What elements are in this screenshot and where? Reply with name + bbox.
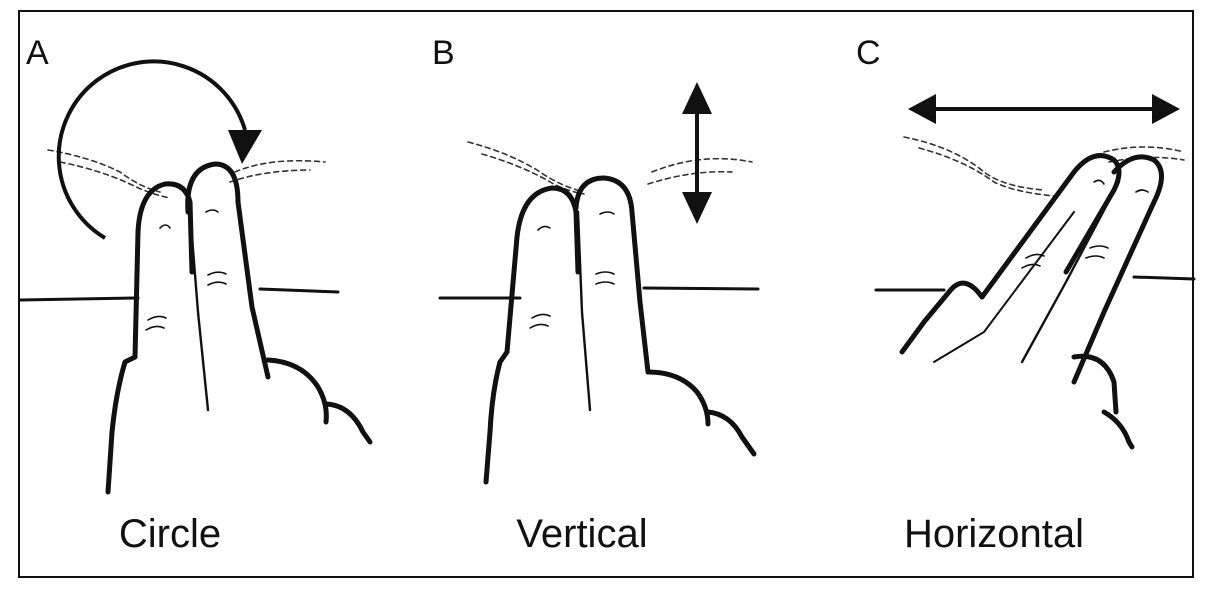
panel-a-letter: A (26, 34, 49, 72)
skin-hatch (903, 136, 1045, 191)
skin-hatch (234, 159, 326, 173)
figure-frame: A Ci (18, 10, 1196, 580)
skin-hatch (47, 149, 161, 193)
finger-gap (1020, 180, 1121, 364)
skin-hatch (467, 141, 578, 191)
panel-b-illustration (438, 82, 760, 485)
knuckle-crease (595, 271, 615, 275)
circular-arrow-icon (56, 59, 247, 240)
knuckle-crease (1085, 255, 1105, 259)
arrow-head-down (682, 192, 712, 224)
knuckle-crease (147, 315, 167, 321)
panel-c-illustration (874, 94, 1196, 450)
skin-hatch (918, 147, 1055, 197)
panel-a-illustration (18, 59, 373, 495)
hand-pinky (705, 409, 757, 457)
knuckle-crease (159, 224, 171, 229)
hand-pinky (323, 401, 373, 445)
knuckle-crease (1093, 179, 1105, 185)
arrow-head-right (1152, 94, 1180, 124)
panel-a: A Ci (18, 12, 412, 580)
skin-hatch (59, 161, 171, 199)
finger-index (504, 185, 581, 355)
skin-hatch (1103, 146, 1185, 153)
circular-arrow-head (228, 130, 262, 164)
knuckle-crease (1089, 245, 1109, 249)
surface-line (18, 296, 140, 302)
knuckle-crease (1025, 253, 1045, 259)
finger-index (132, 181, 195, 360)
knuckle-crease (205, 209, 219, 213)
panel-b-letter: B (432, 34, 455, 72)
panel-c-letter: C (856, 34, 881, 72)
arrow-head-left (908, 94, 936, 124)
finger-index (979, 153, 1122, 300)
hand-palm (483, 349, 510, 485)
skin-hatch (651, 157, 753, 173)
knuckle-crease (531, 313, 551, 319)
hand-thumb (899, 280, 985, 355)
finger-gap (188, 210, 210, 412)
knuckle-crease (529, 323, 549, 329)
knuckle-crease (599, 211, 615, 215)
hand-ring-finger (645, 369, 711, 427)
surface-line (1132, 275, 1196, 281)
hand-palm (105, 354, 138, 495)
knuckle-crease (145, 325, 165, 331)
panel-b-caption: Vertical (516, 512, 648, 556)
panel-b: B Vertical (412, 12, 804, 580)
skin-hatch (229, 169, 311, 183)
knuckle-crease (537, 225, 551, 231)
skin-hatch (647, 170, 733, 185)
finger-middle (1071, 154, 1164, 385)
finger-underside (933, 211, 1075, 363)
knuckle-crease (207, 271, 227, 276)
knuckle-crease (207, 281, 227, 286)
hand-ring-finger (1071, 353, 1119, 415)
finger-gap (576, 210, 592, 412)
arrow-head-up (682, 82, 712, 114)
finger-middle (185, 161, 271, 380)
surface-line (258, 287, 340, 294)
panel-a-caption: Circle (118, 512, 222, 556)
knuckle-crease (1021, 263, 1041, 269)
knuckle-crease (595, 281, 615, 285)
finger-middle (573, 175, 651, 375)
panel-c: C Horizontal (804, 12, 1196, 580)
knuckle-crease (1135, 189, 1149, 193)
panel-c-caption: Horizontal (903, 512, 1085, 556)
surface-line (642, 286, 760, 291)
hand-ring-finger (265, 357, 329, 425)
hand-pinky (1101, 409, 1135, 450)
skin-hatch (481, 153, 585, 195)
